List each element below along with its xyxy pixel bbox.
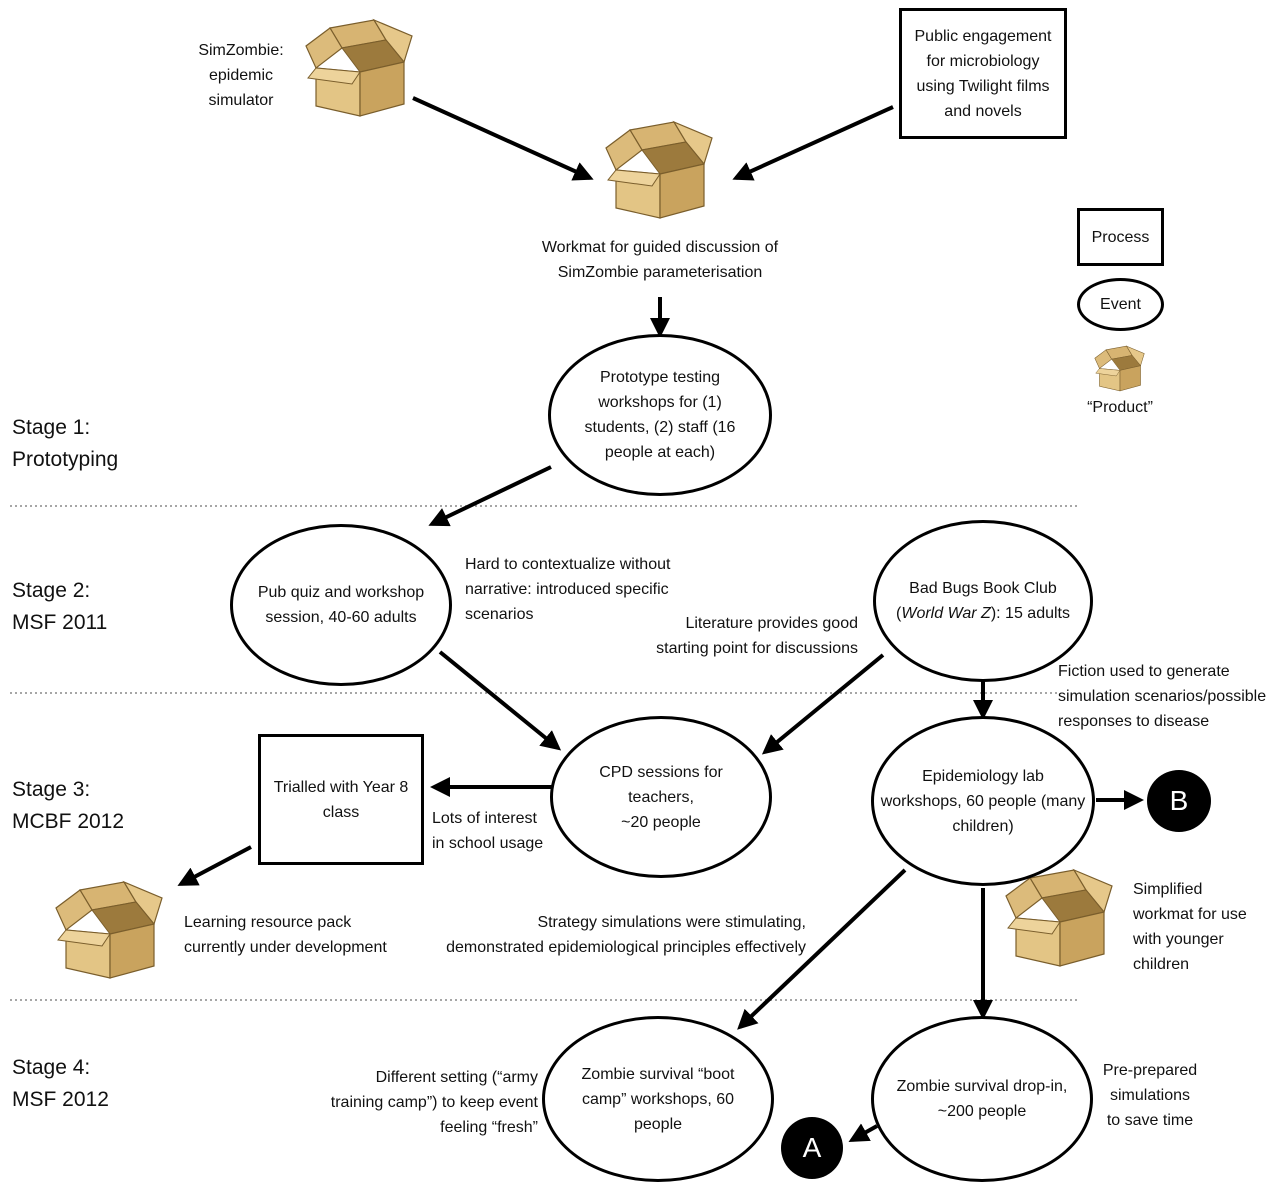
legend-product-label: “Product” (1087, 399, 1153, 416)
stage-1-label: Stage 1: Prototyping (12, 416, 119, 471)
public-engagement-process: Public engagement for microbiology using… (899, 8, 1067, 139)
annotation-lots-of-interest: Lots of interest in school usage (432, 810, 544, 852)
stage-2-label: Stage 2: MSF 2011 (12, 579, 108, 634)
drop-in-event: Zombie survival drop-in, ~200 people (871, 1016, 1093, 1182)
book-club-name: Bad Bugs Book Club (909, 580, 1057, 597)
cpd-event: CPD sessions for teachers, ~20 people (550, 716, 772, 878)
boot-camp-event: Zombie survival “boot camp” workshops, 6… (542, 1016, 774, 1182)
simzombie-label: SimZombie: epidemic simulator (198, 42, 284, 109)
simplified-workmat-box-icon (1005, 869, 1113, 967)
pub-quiz-event: Pub quiz and workshop session, 40-60 adu… (230, 524, 452, 686)
epidemiology-lab-event: Epidemiology lab workshops, 60 people (m… (871, 716, 1095, 886)
trialled-process: Trialled with Year 8 class (258, 734, 424, 865)
arrow-prototype-to-pubquiz (428, 465, 552, 527)
annotation-hard-to-contextualize: Hard to contextualize without narrative:… (465, 556, 671, 623)
arrow-pubquiz-to-cpd (438, 650, 562, 751)
legend-event-ellipse: Event (1077, 278, 1164, 331)
arrow-bookclub-to-cpd (761, 653, 885, 755)
annotation-fiction: Fiction used to generate simulation scen… (1058, 663, 1267, 730)
workmat-label: Workmat for guided discussion of SimZomb… (541, 239, 779, 281)
connector-a: A (781, 1117, 843, 1179)
stage-3-label: Stage 3: MCBF 2012 (12, 778, 125, 833)
legend-product-box-icon (1094, 345, 1145, 392)
learning-pack-label: Learning resource pack currently under d… (184, 914, 387, 956)
book-club-event: Bad Bugs Book Club(World War Z): 15 adul… (873, 520, 1093, 682)
arrow-public-to-workmat (732, 105, 894, 181)
book-club-title: World War Z (901, 605, 991, 622)
legend-process-box: Process (1077, 208, 1164, 266)
stage-4-label: Stage 4: MSF 2012 (12, 1056, 109, 1111)
prototype-event: Prototype testing workshops for (1) stud… (548, 334, 772, 496)
book-club-attendance: ): 15 adults (990, 605, 1070, 622)
simplified-workmat-label: Simplified workmat for use with younger … (1133, 881, 1247, 973)
learning-pack-box-icon (55, 881, 163, 979)
arrow-dropin-to-a (848, 1123, 878, 1142)
annotation-pre-prepared: Pre-prepared simulations to save time (1102, 1062, 1198, 1129)
annotation-strategy-simulations: Strategy simulations were stimulating, d… (446, 914, 806, 956)
annotation-literature: Literature provides good starting point … (656, 615, 858, 657)
arrow-epilab-to-bootcamp (737, 868, 907, 1030)
annotation-different-setting: Different setting (“army training camp”)… (330, 1069, 538, 1136)
arrow-simzombie-to-workmat (412, 96, 594, 181)
workmat-box-icon (605, 121, 713, 219)
simzombie-box-icon (305, 19, 413, 117)
connector-b: B (1147, 770, 1211, 832)
arrow-trialled-to-learning-pack (177, 845, 252, 886)
